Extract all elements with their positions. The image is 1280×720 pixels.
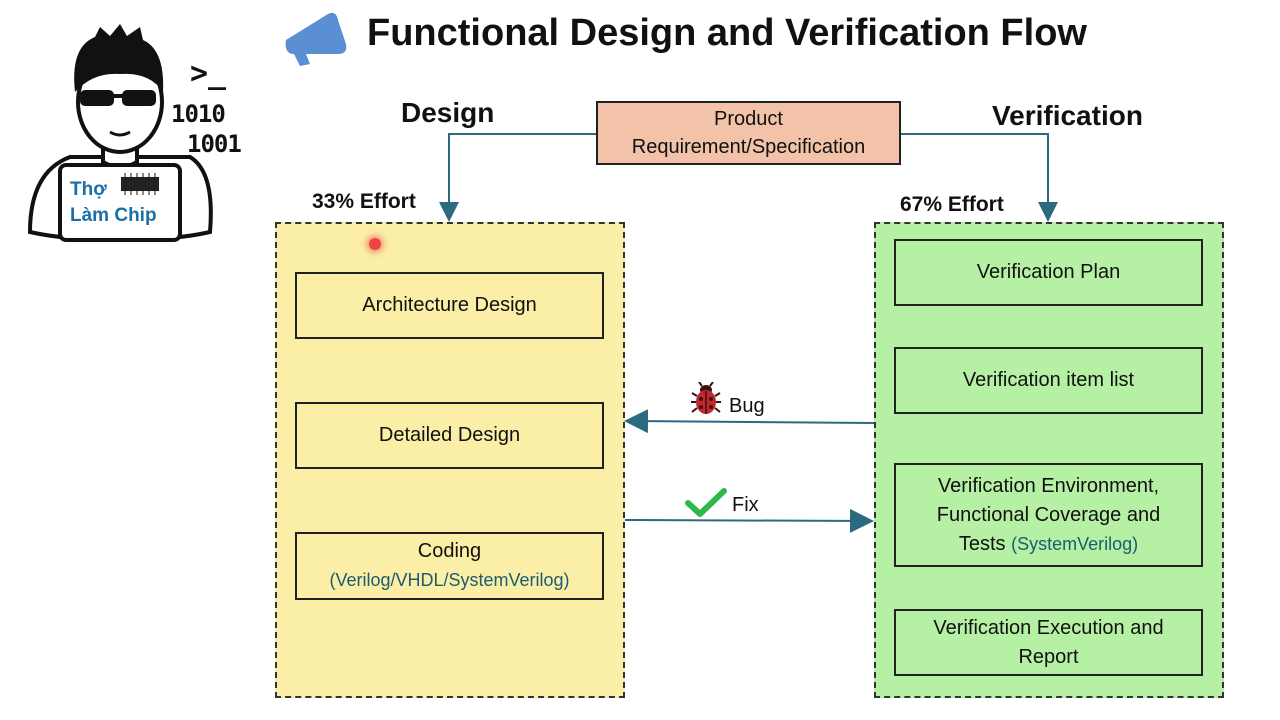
verification-step-execution: Verification Execution and Report: [894, 609, 1203, 676]
verification-step-environment: Verification Environment, Functional Cov…: [894, 463, 1203, 567]
verification-step-line3: Tests (SystemVerilog): [959, 530, 1138, 559]
verification-step-plan: Verification Plan: [894, 239, 1203, 306]
verification-step-line2: Report: [1018, 645, 1079, 668]
verification-step-label: Verification Plan: [976, 261, 1121, 283]
requirement-line1: Product: [714, 108, 783, 130]
fix-arrow: [624, 508, 874, 533]
verification-step-line1: Verification Execution and: [933, 616, 1164, 639]
megaphone-icon: [285, 12, 347, 66]
verification-step-label: Verification item list: [962, 369, 1135, 391]
design-heading: Design: [401, 97, 495, 128]
logo-bits-2: 1001: [187, 130, 242, 158]
connector-to-design: [439, 133, 596, 222]
requirement-box: Product Requirement/Specification: [596, 101, 901, 165]
verification-step-line3-text: Tests: [958, 532, 1006, 555]
design-step-label: Detailed Design: [378, 424, 521, 446]
verification-step-line1: Verification Environment,: [937, 474, 1160, 497]
design-step-label: Coding: [417, 540, 482, 562]
verification-step-item-list: Verification item list: [894, 347, 1203, 414]
logo-bits-1: 1010: [171, 100, 226, 128]
bug-arrow: [624, 409, 875, 434]
logo-prompt: >_: [190, 56, 227, 91]
logo-text-line2: Làm Chip: [70, 205, 157, 226]
design-step-sub: (Verilog/VHDL/SystemVerilog): [329, 570, 570, 590]
verification-effort: 67% Effort: [900, 193, 1004, 216]
design-step-coding: Coding (Verilog/VHDL/SystemVerilog): [295, 532, 604, 600]
pointer-dot: [369, 238, 381, 250]
verification-heading: Verification: [992, 100, 1143, 131]
coder-avatar-icon: [27, 24, 213, 243]
fix-label: Fix: [732, 494, 759, 516]
design-step-detailed: Detailed Design: [295, 402, 604, 469]
requirement-line2: Requirement/Specification: [631, 136, 866, 158]
design-step-architecture: Architecture Design: [295, 272, 604, 339]
logo-text-line1: Thợ: [70, 179, 107, 200]
logo: >_ 1010 1001 Thợ Làm Chip: [25, 22, 245, 247]
bug-icon: [691, 382, 721, 414]
design-step-label: Architecture Design: [362, 294, 537, 316]
page-title: Functional Design and Verification Flow: [367, 12, 1087, 54]
verification-step-sub: (SystemVerilog): [1011, 533, 1139, 554]
checkmark-icon: [685, 488, 727, 517]
verification-step-line2: Functional Coverage and: [936, 503, 1161, 526]
bug-label: Bug: [729, 395, 765, 417]
design-effort: 33% Effort: [312, 190, 416, 213]
